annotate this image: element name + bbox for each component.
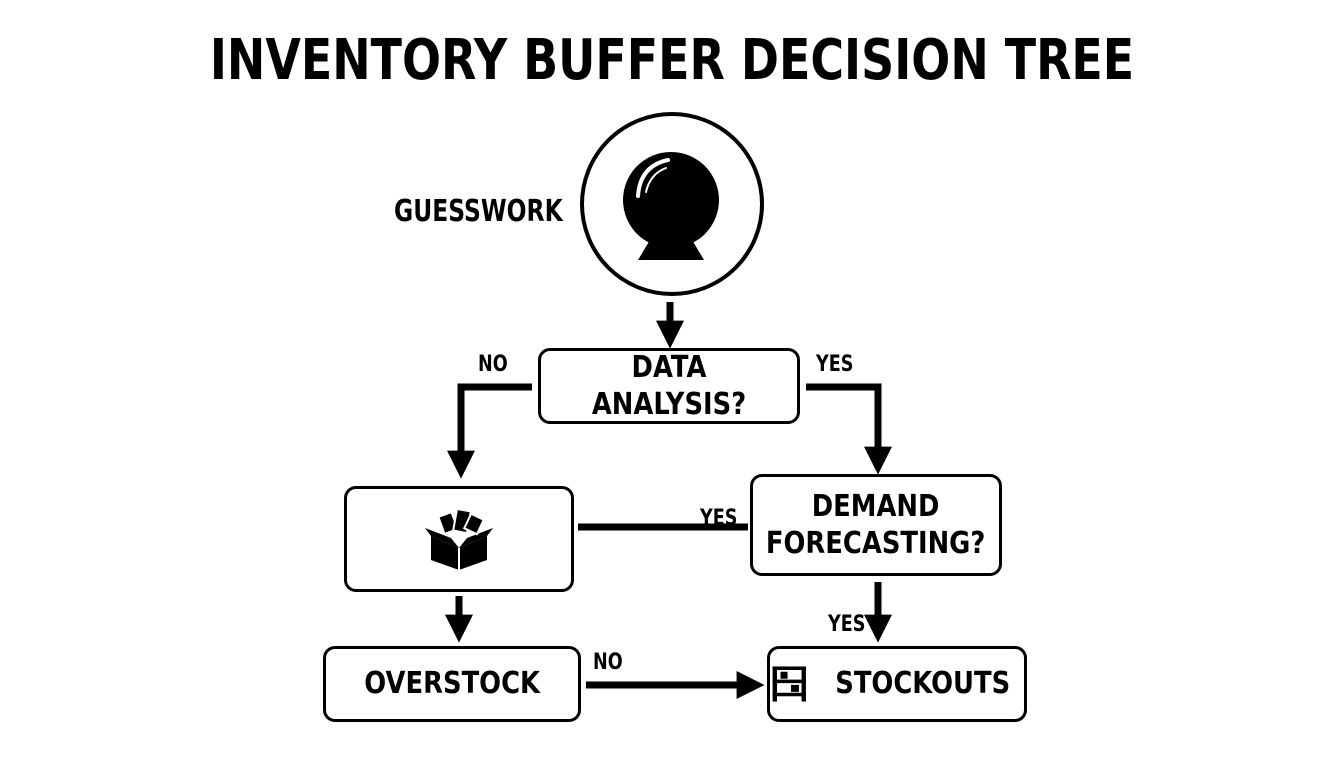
data-analysis-no-label: NO [478,352,508,377]
guesswork-label: GUESSWORK [394,194,563,229]
stockouts-node: STOCKOUTS [767,646,1027,722]
open-box-icon [425,507,493,570]
data-analysis-node: DATA ANALYSIS? [538,348,800,424]
demand-forecasting-node: DEMAND FORECASTING? [750,474,1002,576]
forecasting-yes-left-label: YES [700,506,738,531]
overstock-node: OVERSTOCK [323,646,581,722]
data-analysis-yes-label: YES [816,352,854,377]
demand-forecasting-line1: DEMAND [812,488,940,524]
overstock-no-label: NO [593,650,623,675]
shelf-icon [772,666,806,702]
root-node [580,112,764,296]
forecasting-yes-down-label: YES [828,612,866,637]
demand-forecasting-line2: FORECASTING? [766,526,986,561]
data-analysis-label: DATA ANALYSIS? [591,349,747,423]
edge-data-analysis-no [447,383,532,479]
crystal-ball-icon [623,152,719,260]
page-title: INVENTORY BUFFER DECISION TREE [209,28,1135,93]
edge-data-analysis-yes [806,383,892,475]
overstock-label: OVERSTOCK [364,666,540,702]
box-node [344,486,574,592]
stockouts-label: STOCKOUTS [834,666,1010,702]
